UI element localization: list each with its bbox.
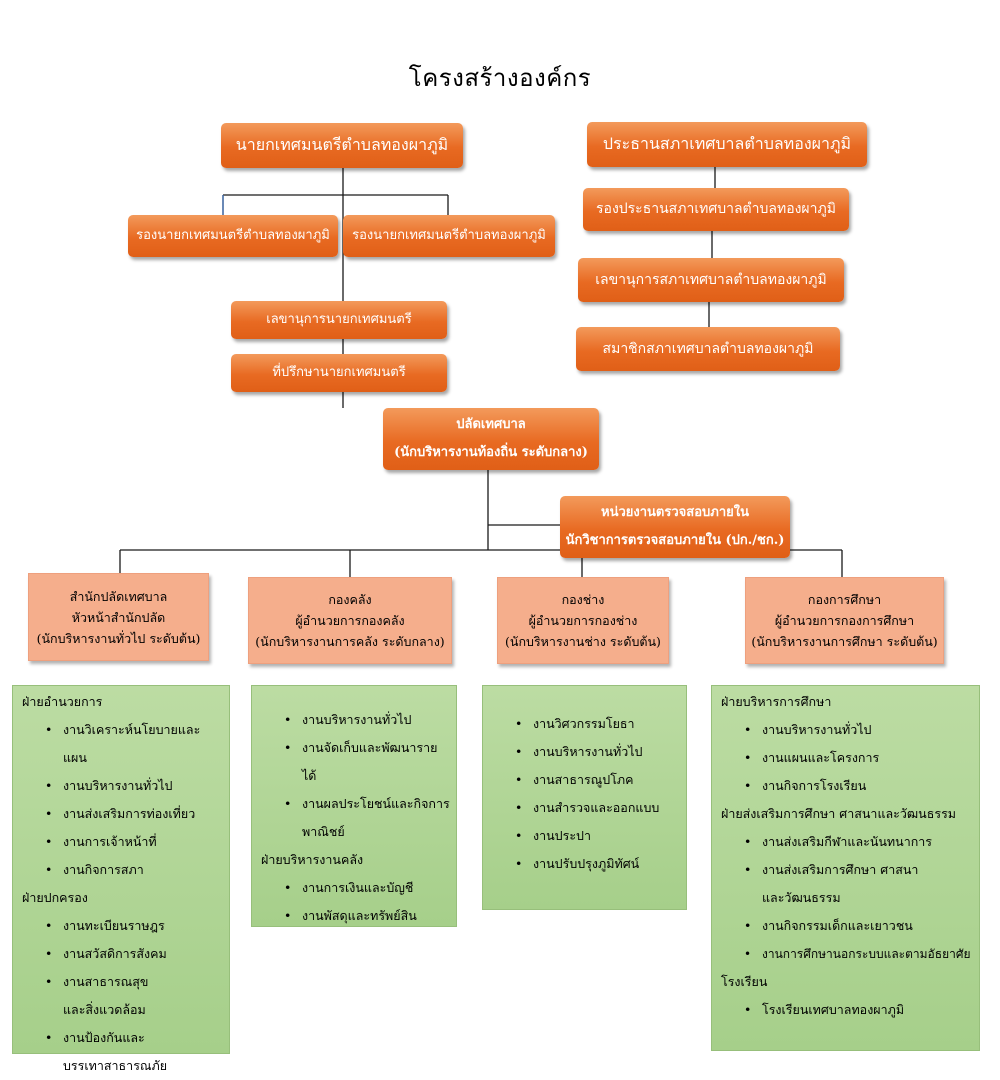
deputy-drop-lines — [222, 195, 449, 215]
department-name: กองคลัง — [328, 592, 372, 607]
department-header-1: กองคลัง ผู้อำนวยการกองคลัง (นักบริหารงาน… — [248, 577, 452, 664]
council-secretary-box: เลขานุการสภาเทศบาลตำบลทองผาภูมิ — [578, 258, 844, 302]
section-list: โรงเรียนเทศบาลทองผาภูมิ — [712, 996, 979, 1024]
department-head: ผู้อำนวยการกองคลัง — [295, 613, 405, 628]
list-item: งานกิจการสภา — [13, 856, 229, 884]
council-chair-label: ประธานสภาเทศบาลตำบลทองผาภูมิ — [602, 134, 852, 154]
section-list: งานทะเบียนราษฎร งานสวัสดิการสังคม งานสาธ… — [13, 912, 229, 1080]
list-item: งานสาธารณสุขและสิ่งแวดล้อม — [13, 968, 165, 1024]
internal-audit-title: หน่วยงานตรวจสอบภายใน — [601, 505, 749, 520]
list-item: งานการศึกษานอกระบบและตามอัธยาศัย — [712, 940, 979, 968]
department-rank: (นักบริหารงานทั่วไป ระดับต้น) — [36, 630, 201, 646]
department-head: หัวหน้าสำนักปลัด — [71, 609, 166, 625]
list-item: งานวิเคราะห์นโยบายและแผน — [13, 716, 229, 772]
section-heading: ฝ่ายส่งเสริมการศึกษา ศาสนาและวัฒนธรรม — [721, 806, 957, 821]
council-chain-lines — [708, 167, 716, 327]
mayor-advisor-label: ที่ปรึกษานายกเทศมนตรี — [272, 364, 406, 380]
department-name: สำนักปลัดเทศบาล — [69, 588, 168, 604]
council-chair-box: ประธานสภาเทศบาลตำบลทองผาภูมิ — [587, 122, 867, 167]
mayor-box: นายกเทศมนตรีตำบลทองผาภูมิ — [221, 123, 463, 168]
list-item: โรงเรียนเทศบาลทองผาภูมิ — [712, 996, 979, 1024]
list-item: งานส่งเสริมการศึกษา ศาสนาและวัฒนธรรม — [712, 856, 938, 912]
department-panel-3: ฝ่ายบริหารการศึกษา งานบริหารงานทั่วไป งา… — [711, 685, 980, 1051]
mayor-advisor-box: ที่ปรึกษานายกเทศมนตรี — [231, 354, 447, 392]
section-heading: ฝ่ายบริหารงานคลัง — [261, 852, 364, 867]
list-item: งานแผนและโครงการ — [712, 744, 979, 772]
department-header-0: สำนักปลัดเทศบาล หัวหน้าสำนักปลัด (นักบริ… — [28, 573, 209, 661]
list-item: งานกิจการโรงเรียน — [712, 772, 979, 800]
list-item: งานป้องกันและบรรเทาสาธารณภัย — [13, 1024, 189, 1080]
municipal-clerk-rank: (นักบริหารงานท้องถิ่น ระดับกลาง) — [394, 445, 588, 460]
list-item: งานบริหารงานทั่วไป — [712, 716, 979, 744]
mayor-secretary-label: เลขานุการนายกเทศมนตรี — [266, 311, 412, 327]
section-heading: ฝ่ายบริหารการศึกษา — [721, 694, 832, 709]
list-item: งานประปา — [483, 822, 686, 850]
department-panel-0: ฝ่ายอำนวยการ งานวิเคราะห์นโยบายและแผน งา… — [12, 685, 230, 1073]
municipal-clerk-box: ปลัดเทศบาล (นักบริหารงานท้องถิ่น ระดับกล… — [383, 408, 599, 470]
section-list: งานบริหารงานทั่วไป งานแผนและโครงการ งานก… — [712, 716, 979, 800]
list-item: งานทะเบียนราษฎร — [13, 912, 229, 940]
deputy-mayor-box-1: รองนายกเทศมนตรีตำบลทองผาภูมิ — [128, 215, 338, 257]
list-item: งานบริหารงานทั่วไป — [252, 706, 456, 734]
department-head: ผู้อำนวยการกองช่าง — [528, 613, 638, 628]
mayor-label: นายกเทศมนตรีตำบลทองผาภูมิ — [235, 135, 449, 155]
list-item: งานพัสดุและทรัพย์สิน — [252, 902, 456, 930]
section-heading: ฝ่ายอำนวยการ — [22, 694, 103, 709]
council-members-label: สมาชิกสภาเทศบาลตำบลทองผาภูมิ — [602, 340, 814, 357]
list-item: งานส่งเสริมการท่องเที่ยว — [13, 800, 229, 828]
council-secretary-label: เลขานุการสภาเทศบาลตำบลทองผาภูมิ — [595, 271, 827, 288]
council-members-box: สมาชิกสภาเทศบาลตำบลทองผาภูมิ — [576, 327, 840, 371]
section-list: งานการเงินและบัญชี งานพัสดุและทรัพย์สิน — [252, 874, 456, 930]
internal-audit-rank: นักวิชาการตรวจสอบภายใน (ปก./ชก.) — [565, 533, 785, 548]
department-panel-1: งานบริหารงานทั่วไป งานจัดเก็บและพัฒนาราย… — [251, 685, 457, 930]
municipal-clerk-title: ปลัดเทศบาล — [456, 417, 526, 432]
department-header-3: กองการศึกษา ผู้อำนวยการกองการศึกษา (นักบ… — [745, 577, 944, 664]
mayor-secretary-box: เลขานุการนายกเทศมนตรี — [231, 301, 447, 339]
list-item: งานวิศวกรรมโยธา — [483, 710, 686, 738]
list-item: งานการเงินและบัญชี — [252, 874, 456, 902]
section-list: งานวิศวกรรมโยธา งานบริหารงานทั่วไป งานสา… — [483, 710, 686, 878]
department-header-2: กองช่าง ผู้อำนวยการกองช่าง (นักบริหารงาน… — [497, 577, 669, 664]
department-drop-lines — [119, 550, 843, 577]
council-vice-chair-box: รองประธานสภาเทศบาลตำบลทองผาภูมิ — [583, 188, 849, 231]
section-heading: ฝ่ายปกครอง — [22, 890, 88, 905]
department-panel-2: งานวิศวกรรมโยธา งานบริหารงานทั่วไป งานสา… — [482, 685, 687, 910]
deputy-mayor-label-1: รองนายกเทศมนตรีตำบลทองผาภูมิ — [136, 227, 330, 243]
department-rank: (นักบริหารงานการศึกษา ระดับต้น) — [751, 634, 938, 649]
deputy-mayor-box-2: รองนายกเทศมนตรีตำบลทองผาภูมิ — [343, 215, 555, 257]
list-item: งานสาธารณูปโภค — [483, 766, 686, 794]
internal-audit-box: หน่วยงานตรวจสอบภายใน นักวิชาการตรวจสอบภา… — [560, 496, 790, 558]
department-name: กองช่าง — [561, 592, 605, 607]
section-list: งานส่งเสริมกีฬาและนันทนาการ งานส่งเสริมก… — [712, 828, 979, 968]
page-title: โครงสร้างองค์กร — [408, 64, 592, 92]
department-head: ผู้อำนวยการกองการศึกษา — [774, 613, 915, 628]
list-item: งานปรับปรุงภูมิทัศน์ — [483, 850, 686, 878]
department-rank: (นักบริหารงานช่าง ระดับต้น) — [505, 634, 661, 649]
section-list: งานวิเคราะห์นโยบายและแผน งานบริหารงานทั่… — [13, 716, 229, 884]
list-item: งานส่งเสริมกีฬาและนันทนาการ — [712, 828, 979, 856]
list-item: งานสำรวจและออกแบบ — [483, 794, 686, 822]
list-item: งานการเจ้าหน้าที่ — [13, 828, 229, 856]
section-list: งานบริหารงานทั่วไป งานจัดเก็บและพัฒนาราย… — [252, 706, 456, 846]
list-item: งานสวัสดิการสังคม — [13, 940, 229, 968]
deputy-mayor-label-2: รองนายกเทศมนตรีตำบลทองผาภูมิ — [352, 227, 546, 243]
list-item: งานกิจกรรมเด็กและเยาวชน — [712, 912, 979, 940]
list-item: งานจัดเก็บและพัฒนารายได้ — [252, 734, 456, 790]
section-heading: โรงเรียน — [721, 974, 768, 989]
list-item: งานบริหารงานทั่วไป — [13, 772, 229, 800]
department-rank: (นักบริหารงานการคลัง ระดับกลาง) — [255, 634, 445, 649]
list-item: งานผลประโยชน์และกิจการพาณิชย์ — [252, 790, 456, 846]
council-vice-chair-label: รองประธานสภาเทศบาลตำบลทองผาภูมิ — [596, 201, 836, 218]
list-item: งานบริหารงานทั่วไป — [483, 738, 686, 766]
department-name: กองการศึกษา — [807, 592, 882, 607]
